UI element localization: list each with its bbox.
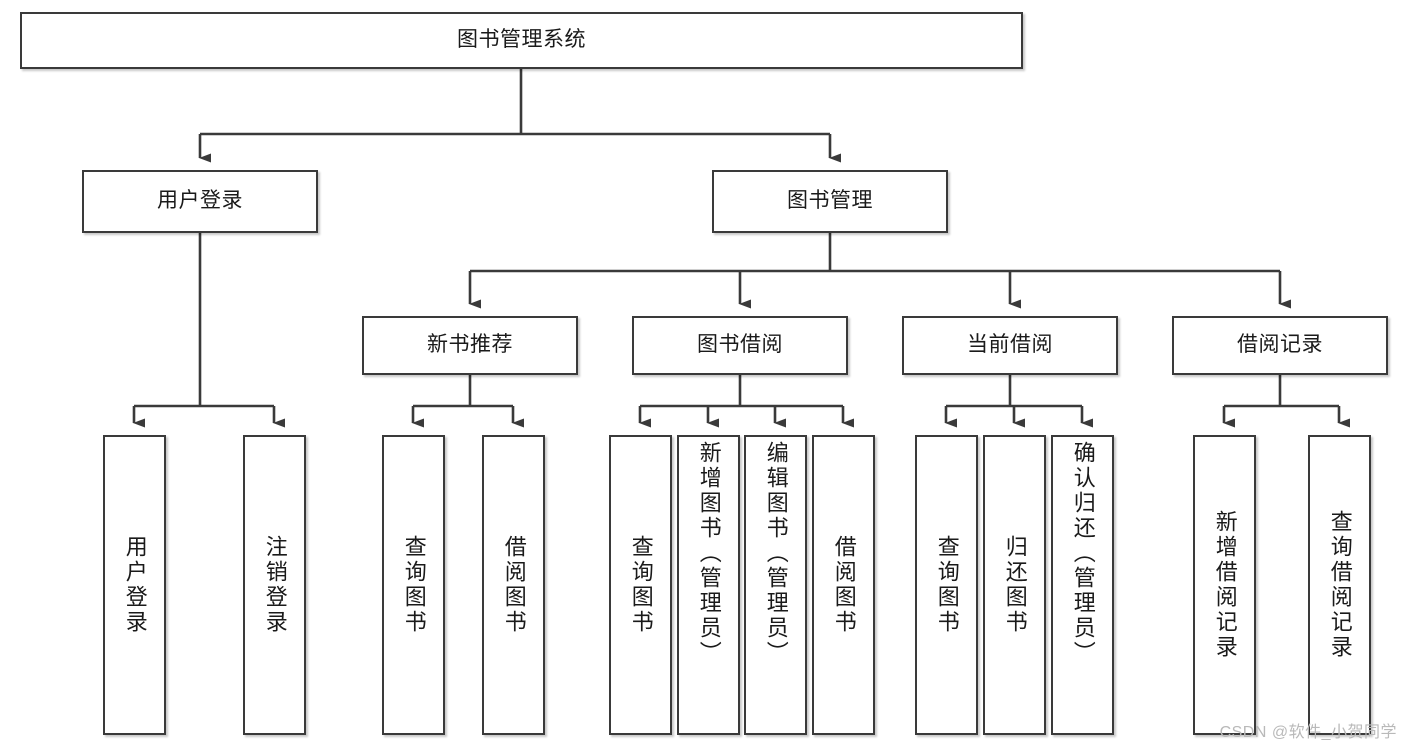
leaf-add-record-label: 新增借阅记录 <box>1212 510 1238 660</box>
node-user-login-label: 用户登录 <box>157 189 243 213</box>
node-book-borrow-label: 图书借阅 <box>697 333 783 357</box>
leaf-query-book-2[interactable]: 查询图书 <box>609 435 672 735</box>
leaf-query-record-label: 查询借阅记录 <box>1327 510 1353 660</box>
node-borrow-record-label: 借阅记录 <box>1237 333 1323 357</box>
leaf-query-book-3-label: 查询图书 <box>934 535 960 635</box>
leaf-user-login-label: 用户登录 <box>122 535 148 635</box>
leaf-borrow-book-2-label: 借阅图书 <box>831 535 857 635</box>
leaf-add-book[interactable]: 新增图书（管理员） <box>677 435 740 735</box>
leaf-user-logout[interactable]: 注销登录 <box>243 435 306 735</box>
node-borrow-record[interactable]: 借阅记录 <box>1172 316 1388 375</box>
node-new-book-recommend[interactable]: 新书推荐 <box>362 316 578 375</box>
node-root[interactable]: 图书管理系统 <box>20 12 1023 69</box>
node-current-borrow-label: 当前借阅 <box>967 333 1053 357</box>
leaf-query-book-1-label: 查询图书 <box>401 535 427 635</box>
leaf-add-record[interactable]: 新增借阅记录 <box>1193 435 1256 735</box>
leaf-query-record[interactable]: 查询借阅记录 <box>1308 435 1371 735</box>
leaf-query-book-1[interactable]: 查询图书 <box>382 435 445 735</box>
leaf-confirm-return-label: 确认归还（管理员） <box>1070 441 1096 666</box>
watermark: CSDN @软件_小贺同学 <box>1219 724 1397 741</box>
node-book-manage-label: 图书管理 <box>787 189 873 213</box>
node-book-borrow[interactable]: 图书借阅 <box>632 316 848 375</box>
node-root-label: 图书管理系统 <box>457 28 586 52</box>
leaf-borrow-book-1-label: 借阅图书 <box>501 535 527 635</box>
leaf-user-login[interactable]: 用户登录 <box>103 435 166 735</box>
node-book-manage[interactable]: 图书管理 <box>712 170 948 233</box>
leaf-edit-book[interactable]: 编辑图书（管理员） <box>744 435 807 735</box>
node-user-login[interactable]: 用户登录 <box>82 170 318 233</box>
leaf-query-book-3[interactable]: 查询图书 <box>915 435 978 735</box>
leaf-query-book-2-label: 查询图书 <box>628 535 654 635</box>
leaf-return-book-label: 归还图书 <box>1002 535 1028 635</box>
leaf-user-logout-label: 注销登录 <box>262 535 288 635</box>
node-current-borrow[interactable]: 当前借阅 <box>902 316 1118 375</box>
leaf-return-book[interactable]: 归还图书 <box>983 435 1046 735</box>
leaf-confirm-return[interactable]: 确认归还（管理员） <box>1051 435 1114 735</box>
leaf-edit-book-label: 编辑图书（管理员） <box>763 441 789 666</box>
node-new-book-recommend-label: 新书推荐 <box>427 333 513 357</box>
leaf-add-book-label: 新增图书（管理员） <box>696 441 722 666</box>
leaf-borrow-book-2[interactable]: 借阅图书 <box>812 435 875 735</box>
leaf-borrow-book-1[interactable]: 借阅图书 <box>482 435 545 735</box>
